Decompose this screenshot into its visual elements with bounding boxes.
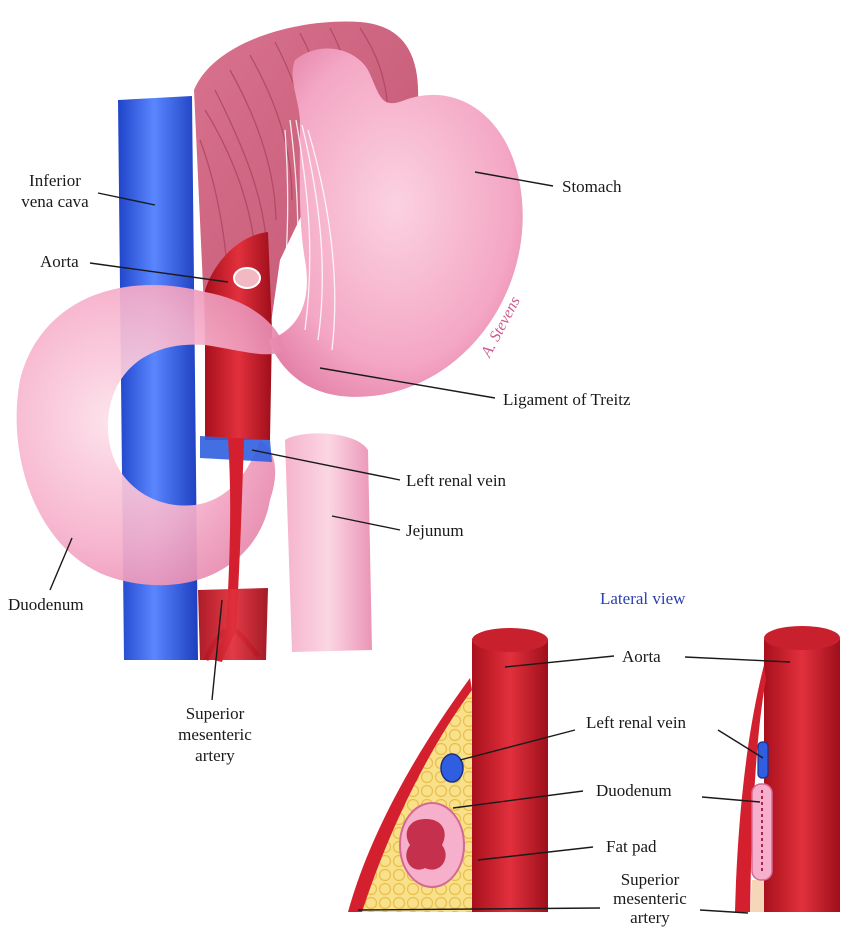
duodenum-shape	[16, 285, 285, 586]
label-jejunum: Jejunum	[406, 521, 464, 540]
label-inferior-vena-cava: Inferior vena cava	[21, 171, 89, 211]
label-ligament-of-treitz: Ligament of Treitz	[503, 390, 631, 409]
label-duodenum-main: Duodenum	[8, 595, 84, 614]
label-fat-pad: Fat pad	[606, 837, 657, 856]
label-lateral-view: Lateral view	[600, 589, 686, 608]
lateral-sma-dorsal-shape	[735, 665, 766, 912]
leader-lines-lateral	[357, 655, 791, 914]
label-superior-mesenteric-artery-lateral: Superior mesenteric artery	[613, 870, 687, 927]
lateral-renal-vein-dorsal-shape	[757, 741, 769, 779]
label-aorta-main: Aorta	[40, 252, 79, 271]
label-superior-mesenteric-artery-main: Superior mesenteric artery	[178, 704, 252, 765]
label-aorta-lateral: Aorta	[622, 647, 661, 666]
jejunum-shape	[285, 433, 372, 652]
aorta-lumen-shape	[233, 267, 261, 289]
lateral-aorta-normal-shape	[472, 632, 548, 912]
label-left-renal-vein-lateral: Left renal vein	[586, 713, 687, 732]
lateral-renal-vein-normal-shape	[440, 753, 464, 783]
label-left-renal-vein-main: Left renal vein	[406, 471, 507, 490]
label-stomach: Stomach	[562, 177, 622, 196]
label-duodenum-lateral: Duodenum	[596, 781, 672, 800]
lateral-sma-normal-shape	[348, 678, 472, 912]
stomach-shape	[268, 48, 523, 397]
lateral-aorta-dorsal-shape	[764, 631, 840, 912]
leader-lines-main	[49, 171, 554, 701]
